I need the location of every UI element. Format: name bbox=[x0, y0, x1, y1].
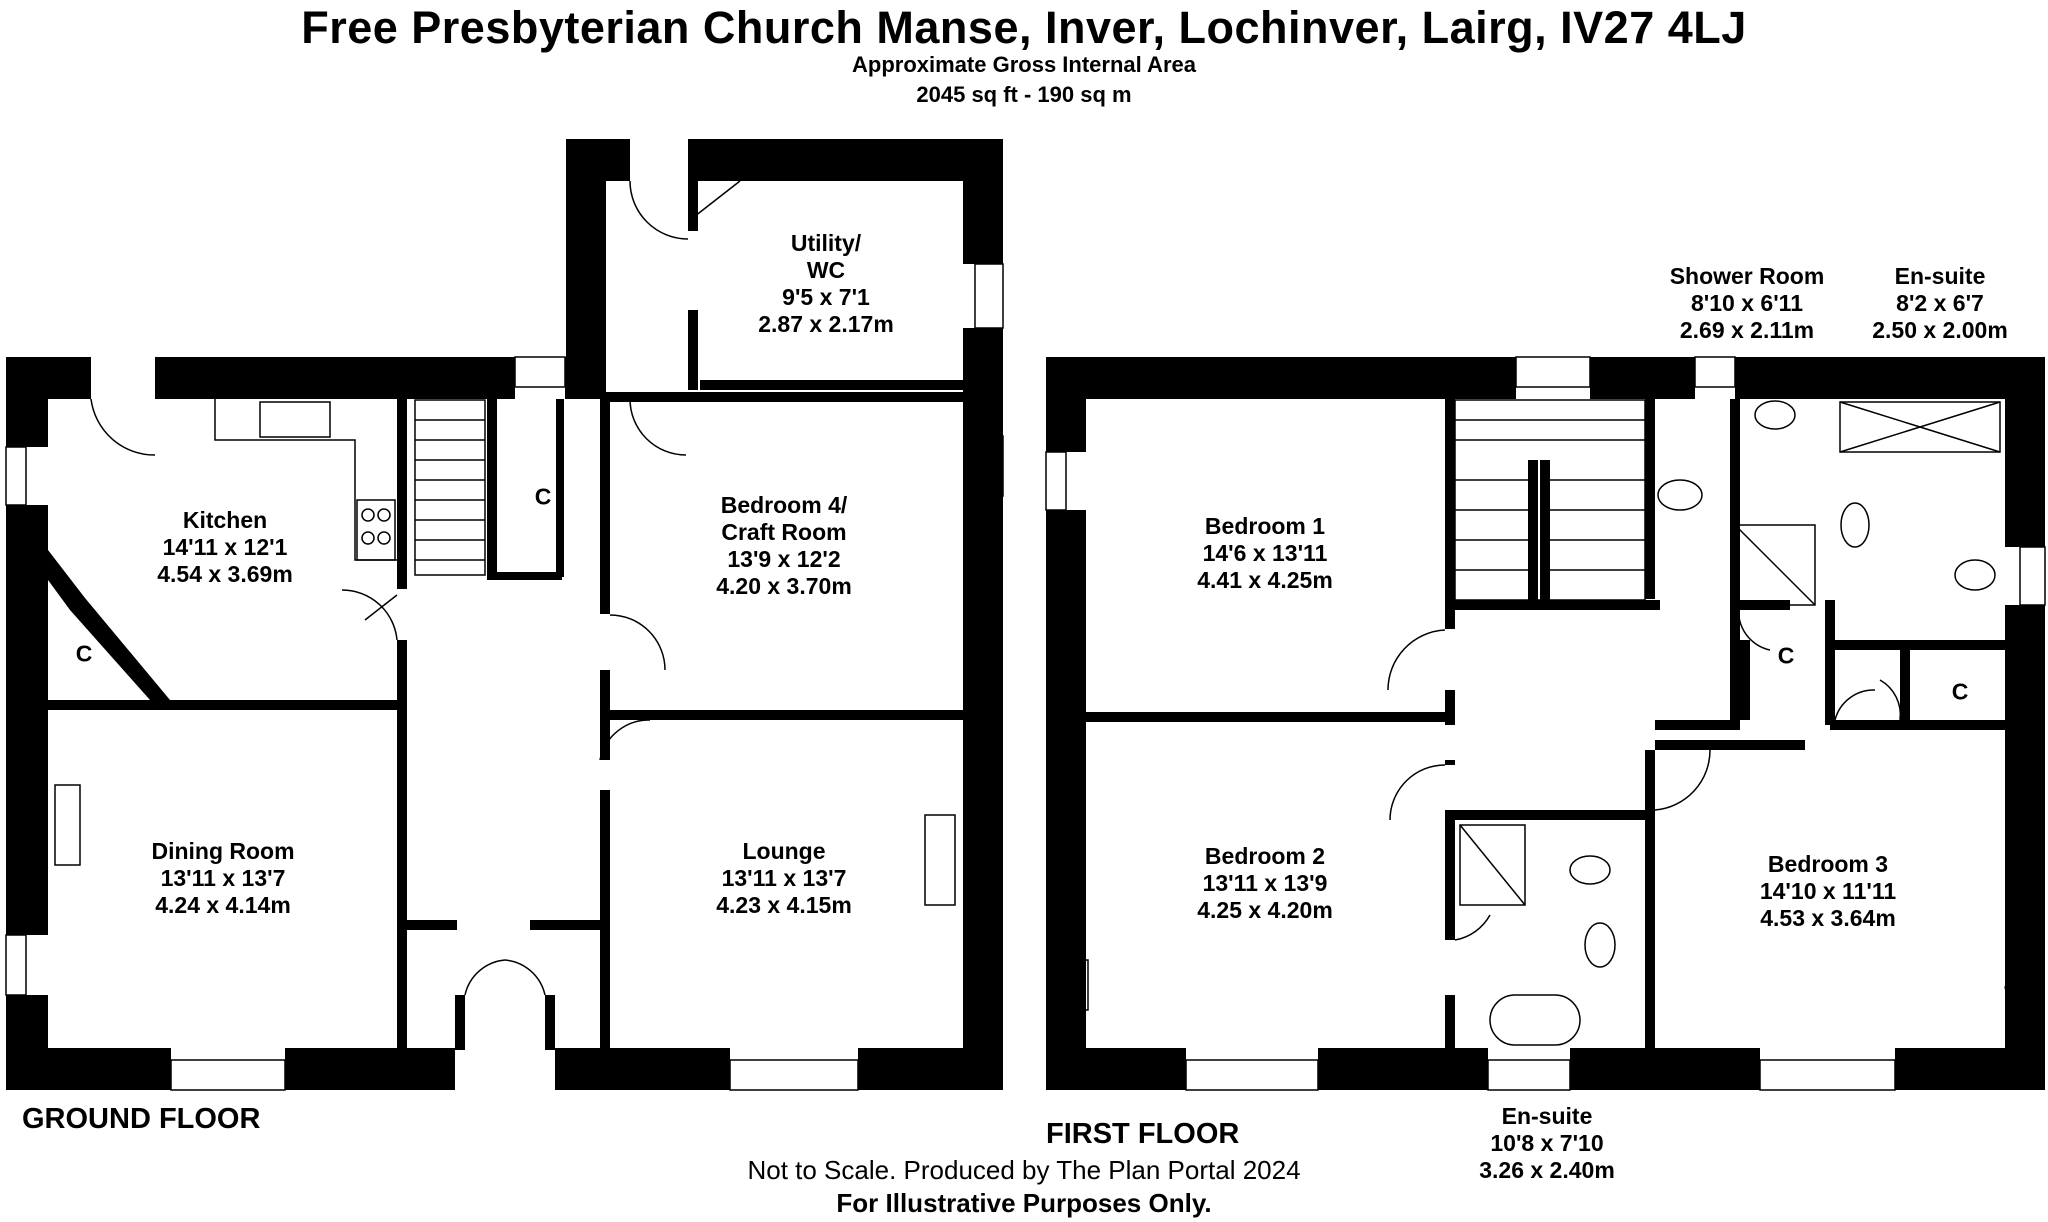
room-dim-metric: 2.69 x 2.11m bbox=[1679, 317, 1815, 343]
cupboard-label: C bbox=[1951, 678, 1969, 705]
room-dim-metric: 4.54 x 3.69m bbox=[157, 561, 293, 587]
room-label-utility: Utility/ WC 9'5 x 7'1 2.87 x 2.17m bbox=[758, 230, 894, 338]
cupboard-label: C bbox=[75, 640, 93, 667]
room-name: Lounge bbox=[742, 838, 826, 864]
room-dim-imperial: 10'8 x 7'10 bbox=[1490, 1130, 1604, 1156]
room-label-kitchen: Kitchen 14'11 x 12'1 4.54 x 3.69m bbox=[157, 507, 293, 588]
room-name: Craft Room bbox=[721, 519, 847, 545]
footer-credit: Not to Scale. Produced by The Plan Porta… bbox=[747, 1155, 1301, 1185]
room-dim-imperial: 9'5 x 7'1 bbox=[782, 284, 870, 310]
room-label-dining-room: Dining Room 13'11 x 13'7 4.24 x 4.14m bbox=[151, 838, 294, 919]
room-label-bedroom-4: Bedroom 4/ Craft Room 13'9 x 12'2 4.20 x… bbox=[716, 492, 852, 600]
room-name: Bedroom 2 bbox=[1204, 843, 1326, 869]
cupboard-label: C bbox=[534, 483, 552, 510]
room-name: Bedroom 3 bbox=[1767, 851, 1889, 877]
page-title: Free Presbyterian Church Manse, Inver, L… bbox=[301, 2, 1747, 53]
room-dim-imperial: 14'10 x 11'11 bbox=[1759, 878, 1897, 904]
room-dim-metric: 2.50 x 2.00m bbox=[1872, 317, 2008, 343]
cupboard-label: C bbox=[966, 739, 984, 766]
room-dim-metric: 4.23 x 4.15m bbox=[716, 892, 852, 918]
fixtures bbox=[5, 180, 2046, 1091]
room-dim-imperial: 13'9 x 12'2 bbox=[727, 546, 841, 572]
ground-floor-label: GROUND FLOOR bbox=[22, 1103, 261, 1135]
room-name: Utility/ bbox=[790, 230, 862, 256]
room-label-ensuite-top: En-suite 8'2 x 6'7 2.50 x 2.00m bbox=[1872, 263, 2008, 344]
room-label-bedroom-3: Bedroom 3 14'10 x 11'11 4.53 x 3.64m bbox=[1760, 851, 1896, 932]
room-dim-metric: 2.87 x 2.17m bbox=[758, 311, 894, 337]
room-dim-imperial: 13'11 x 13'7 bbox=[721, 865, 847, 891]
room-label-shower-room: Shower Room 8'10 x 6'11 2.69 x 2.11m bbox=[1670, 263, 1825, 344]
room-name: En-suite bbox=[1501, 1103, 1593, 1129]
first-floor-label: FIRST FLOOR bbox=[1046, 1118, 1240, 1150]
room-label-ensuite-bottom: En-suite 10'8 x 7'10 3.26 x 2.40m bbox=[1479, 1103, 1615, 1184]
footer-disclaimer: For Illustrative Purposes Only. bbox=[836, 1188, 1212, 1218]
room-dim-imperial: 8'10 x 6'11 bbox=[1691, 290, 1803, 316]
room-dim-imperial: 13'11 x 13'7 bbox=[160, 865, 286, 891]
room-label-lounge: Lounge 13'11 x 13'7 4.23 x 4.15m bbox=[716, 838, 852, 919]
room-dim-imperial: 14'11 x 12'1 bbox=[162, 534, 288, 560]
room-name: WC bbox=[806, 257, 846, 283]
room-label-bedroom-1: Bedroom 1 14'6 x 13'11 4.41 x 4.25m bbox=[1197, 513, 1333, 594]
wardrobe-label: W bbox=[2004, 981, 2026, 1008]
area-label: Approximate Gross Internal Area bbox=[852, 52, 1196, 77]
room-dim-imperial: 8'2 x 6'7 bbox=[1896, 290, 1984, 316]
first-floor-walls bbox=[1046, 357, 2045, 1090]
room-label-bedroom-2: Bedroom 2 13'11 x 13'9 4.25 x 4.20m bbox=[1197, 843, 1333, 924]
room-dim-imperial: 14'6 x 13'11 bbox=[1202, 540, 1328, 566]
room-dim-metric: 4.24 x 4.14m bbox=[155, 892, 291, 918]
room-name: Bedroom 4/ bbox=[720, 492, 848, 518]
room-dim-metric: 3.26 x 2.40m bbox=[1479, 1157, 1615, 1183]
room-dim-metric: 4.41 x 4.25m bbox=[1197, 567, 1333, 593]
room-name: Dining Room bbox=[151, 838, 295, 864]
room-dim-metric: 4.25 x 4.20m bbox=[1197, 897, 1333, 923]
room-dim-metric: 4.20 x 3.70m bbox=[716, 573, 852, 599]
room-name: Shower Room bbox=[1669, 263, 1825, 289]
room-name: Kitchen bbox=[182, 507, 268, 533]
room-dim-metric: 4.53 x 3.64m bbox=[1760, 905, 1896, 931]
room-name: Bedroom 1 bbox=[1204, 513, 1326, 539]
ground-floor-walls bbox=[6, 139, 1003, 1090]
area-value: 2045 sq ft - 190 sq m bbox=[916, 82, 1132, 107]
cupboard-label: C bbox=[1777, 642, 1795, 669]
room-dim-imperial: 13'11 x 13'9 bbox=[1202, 870, 1328, 896]
room-name: En-suite bbox=[1894, 263, 1986, 289]
